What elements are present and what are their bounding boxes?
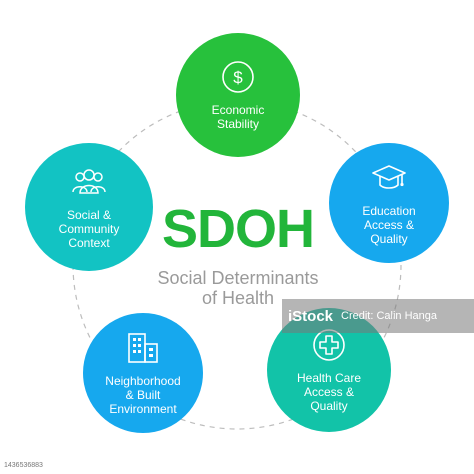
center-subtitle: Social Determinants of Health <box>157 268 319 308</box>
stock-watermark: iStock Credit: Calin Hanga <box>282 299 474 333</box>
dollar-coin-icon: $ <box>222 61 254 93</box>
watermark-credit: Credit: Calin Hanga <box>341 310 438 322</box>
node-label: Social & Community Context <box>58 208 120 250</box>
node-social-community: Social & Community Context <box>25 143 153 271</box>
node-label: Education Access & Quality <box>362 204 416 246</box>
stock-id: 1436536883 <box>4 462 43 469</box>
node-education: Education Access & Quality <box>329 143 449 263</box>
graduation-cap-icon <box>372 165 406 189</box>
node-label: Health Care Access & Quality <box>296 371 362 413</box>
node-label: Neighborhood & Built Environment <box>105 374 181 416</box>
svg-text:$: $ <box>233 68 243 87</box>
node-neighborhood: Neighborhood & Built Environment <box>83 313 203 433</box>
center-title: SDOH <box>161 199 315 259</box>
watermark-brand: iStock <box>288 307 334 325</box>
node-economic-stability: $ Economic Stability <box>176 33 300 157</box>
people-group-icon <box>72 169 106 194</box>
node-label: Economic Stability <box>211 103 265 131</box>
buildings-icon <box>128 333 158 363</box>
